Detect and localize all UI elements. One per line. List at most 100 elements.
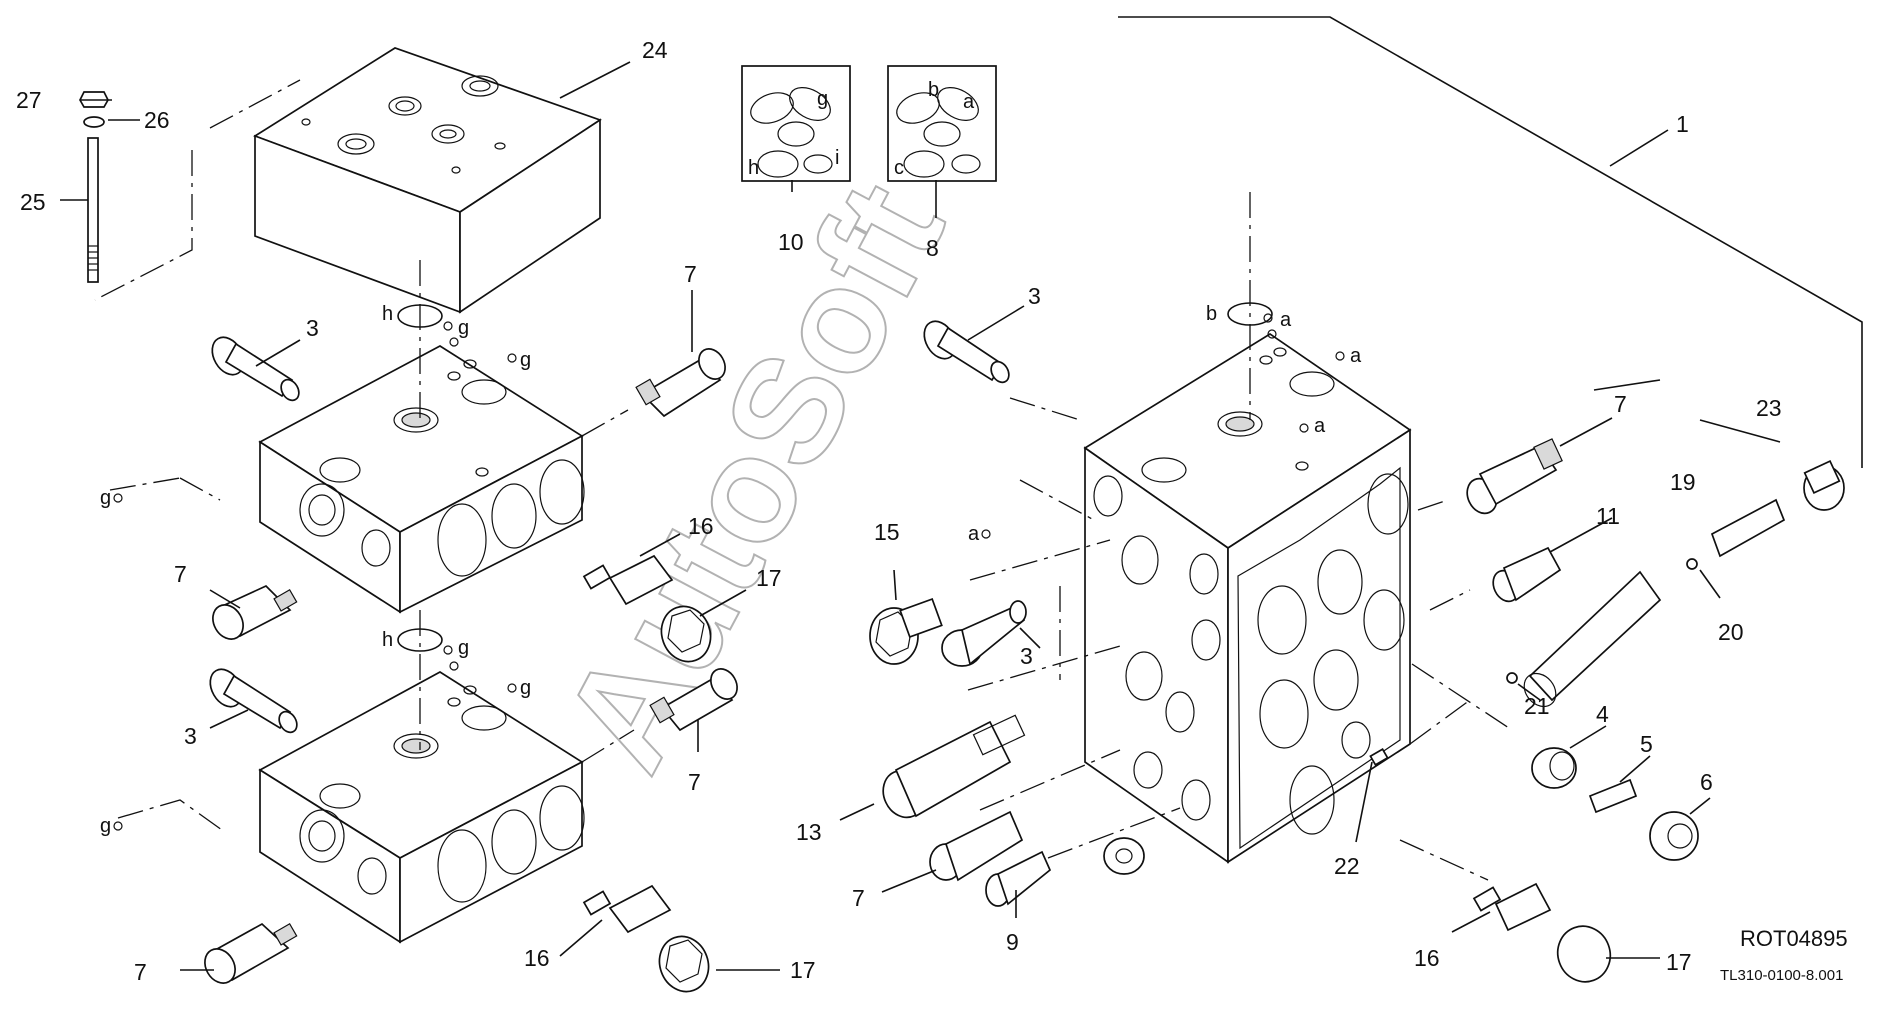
plug-17	[658, 935, 710, 993]
relief-valve-7	[635, 348, 726, 418]
callout: 22	[1334, 853, 1360, 879]
letter-marks: h g g h g g g g b a a a a	[100, 303, 1362, 837]
leader-lines	[60, 61, 1781, 971]
callout: 16	[1414, 945, 1440, 971]
ball-20	[1686, 558, 1698, 570]
watermark: AutoSoft	[530, 157, 976, 795]
callout: 7	[134, 959, 147, 985]
spring-16	[582, 554, 674, 606]
callout: 7	[1614, 391, 1627, 417]
seal-letter: c	[894, 157, 904, 179]
letter-mark: g	[100, 815, 111, 837]
letter-mark: g	[520, 349, 531, 371]
callout: 16	[524, 945, 550, 971]
check-valve-3	[941, 600, 1027, 667]
drawing-number: TL310-0100-8.001	[1720, 967, 1843, 984]
callout: 27	[16, 87, 42, 113]
relief-valve-7	[212, 584, 298, 640]
relief-valve-7	[204, 922, 298, 984]
letter-mark: g	[458, 637, 469, 659]
small-seal-rings	[113, 313, 1345, 831]
callout: 9	[1006, 929, 1019, 955]
relief-valve-7	[1466, 438, 1563, 515]
spring-16	[582, 884, 672, 934]
section-block-lower	[258, 671, 585, 944]
plug-small	[1103, 837, 1145, 875]
callout: 24	[642, 37, 668, 63]
relief-valve-7	[649, 668, 738, 732]
plug-17	[660, 605, 712, 663]
letter-mark: a	[1314, 415, 1326, 437]
letter-mark: h	[382, 303, 393, 325]
callout: 10	[778, 229, 804, 255]
callout: 26	[144, 107, 170, 133]
letter-mark: g	[100, 487, 111, 509]
ball-21	[1506, 672, 1518, 684]
callout: 7	[688, 769, 701, 795]
callout: 3	[306, 315, 319, 341]
cover-block	[253, 47, 602, 314]
callouts: 1 3 3 3 3 4 5 6 7 7 7 7 7 7 8 9 10 11 13…	[16, 37, 1782, 985]
main-valve-body	[1083, 332, 1412, 864]
callout: 4	[1596, 701, 1609, 727]
callout: 3	[184, 723, 197, 749]
relief-valve-7	[929, 810, 1024, 882]
callout: 7	[174, 561, 187, 587]
seal-letter: h	[748, 157, 759, 179]
seal-letter: i	[835, 147, 839, 169]
assembly-bracket	[1118, 16, 1863, 468]
plug-15	[869, 597, 943, 665]
reference-code: ROT04895	[1740, 926, 1848, 951]
pin-22	[1369, 748, 1389, 766]
callout: 5	[1640, 731, 1653, 757]
seal-kit-10: g h i	[741, 65, 851, 182]
callout: 21	[1524, 693, 1550, 719]
spring-16	[1472, 882, 1552, 932]
washer	[83, 116, 105, 128]
check-valve-3	[923, 320, 1010, 384]
valve-11	[1492, 546, 1562, 603]
callout: 15	[874, 519, 900, 545]
cap-6	[1649, 811, 1699, 861]
callout: 20	[1718, 619, 1744, 645]
letter-mark: a	[1350, 345, 1362, 367]
spring-19	[1710, 498, 1786, 558]
seal-kit-8: b a c	[887, 65, 997, 182]
seal-letter: b	[928, 79, 939, 101]
section-block-upper	[258, 345, 585, 614]
plug-17	[1556, 925, 1612, 983]
valve-9	[985, 850, 1052, 907]
letter-mark: h	[382, 629, 393, 651]
callout: 17	[1666, 949, 1692, 975]
callout: 17	[790, 957, 816, 983]
spring-5	[1588, 778, 1638, 814]
check-valve-3	[209, 668, 298, 734]
check-valve-3	[211, 336, 300, 402]
cap-4	[1531, 747, 1577, 789]
letter-mark: a	[968, 523, 980, 545]
letter-mark: g	[458, 317, 469, 339]
plug-23	[1803, 459, 1845, 511]
callout: 11	[1596, 503, 1620, 529]
tie-rod	[87, 137, 99, 283]
letter-mark: b	[1206, 303, 1217, 325]
callout: 19	[1670, 469, 1696, 495]
callout: 1	[1676, 111, 1689, 137]
callout: 16	[688, 513, 714, 539]
callout: 8	[926, 235, 939, 261]
callout: 7	[684, 261, 697, 287]
solenoid-13	[882, 714, 1026, 819]
callout: 6	[1700, 769, 1713, 795]
callout: 3	[1028, 283, 1041, 309]
seal-letter: a	[963, 91, 975, 113]
callout: 17	[756, 565, 782, 591]
spool	[1523, 570, 1662, 708]
callout: 23	[1756, 395, 1782, 421]
letter-mark: g	[520, 677, 531, 699]
callout: 25	[20, 189, 46, 215]
callout: 3	[1020, 643, 1033, 669]
callout: 7	[852, 885, 865, 911]
seal-letter: g	[817, 88, 828, 110]
letter-mark: a	[1280, 309, 1292, 331]
